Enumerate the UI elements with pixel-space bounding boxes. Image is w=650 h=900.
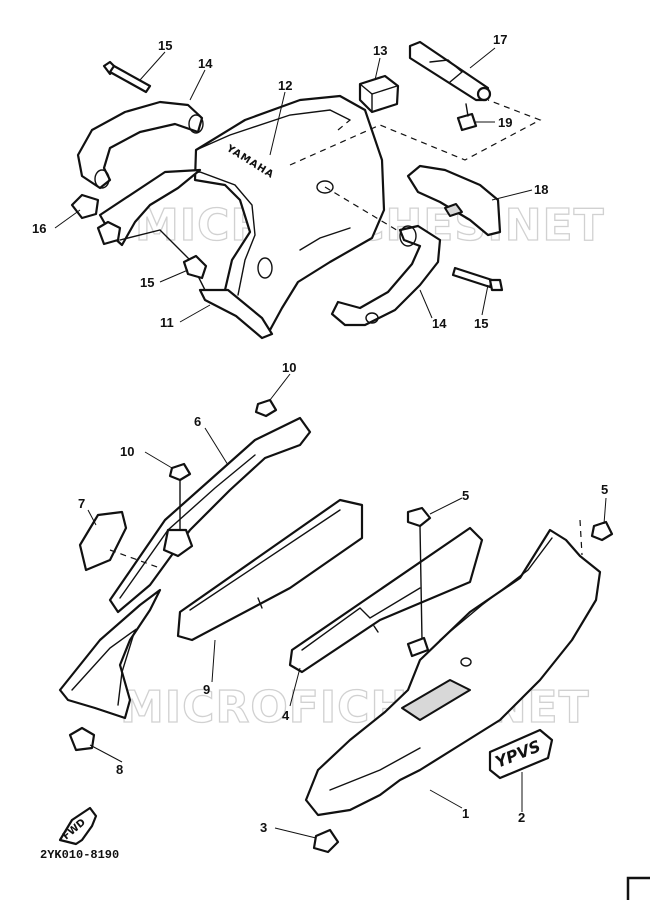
callout-13: 13 — [373, 43, 387, 58]
callout-2: 2 — [518, 810, 525, 825]
grommet-part-10b — [254, 398, 278, 418]
side-cover-part-1 — [304, 528, 602, 817]
callout-19: 19 — [498, 115, 512, 130]
assembly-line-top-3 — [337, 119, 351, 131]
callout-9: 9 — [203, 682, 210, 697]
assembly-line-bottom-1 — [109, 549, 161, 569]
clip-part-15b — [182, 254, 208, 280]
callout-1: 1 — [462, 806, 469, 821]
side-panel-part-4 — [288, 526, 484, 674]
side-bracket-part-6 — [58, 416, 312, 720]
bolt-part-5a — [406, 506, 432, 641]
grab-handle-left-part-14 — [76, 100, 204, 190]
assembly-line-top-1 — [289, 99, 542, 166]
rear-cowl-part-12: YAMAHA — [164, 94, 386, 332]
callout-10-top: 10 — [282, 360, 296, 375]
callout-8: 8 — [116, 762, 123, 777]
grommet-part-8 — [68, 726, 96, 752]
callout-11: 11 — [160, 315, 174, 330]
bolt-part-15a — [102, 60, 152, 94]
callout-15-mid: 15 — [140, 275, 154, 290]
callout-12: 12 — [278, 78, 292, 93]
tag-part-7 — [78, 510, 128, 572]
callout-14-top: 14 — [198, 56, 213, 71]
block-part-13 — [358, 74, 400, 114]
callout-15-right: 15 — [474, 316, 488, 331]
grommet-part-3 — [312, 828, 340, 854]
fastener-part-16 — [70, 193, 122, 246]
callout-18: 18 — [534, 182, 548, 197]
grab-handle-right-part-14 — [330, 224, 442, 327]
bolt-part-5b — [590, 520, 614, 542]
bolt-part-15c — [451, 266, 504, 292]
callout-5-right: 5 — [601, 482, 608, 497]
callout-14-right: 14 — [432, 316, 447, 331]
grommet-part-10a — [168, 462, 192, 531]
callout-17: 17 — [493, 32, 507, 47]
assembly-line-top-2 — [324, 186, 401, 233]
drawing-code: 2YK010-8190 — [40, 848, 119, 862]
lock-assembly-part-17 — [408, 40, 492, 102]
assembly-line-bottom-2 — [579, 519, 583, 556]
tail-cover-part-18 — [406, 164, 502, 237]
callout-4: 4 — [282, 708, 290, 723]
decal-part-2: YPVS — [488, 728, 554, 780]
side-panel-part-9 — [176, 498, 364, 642]
callout-5-mid: 5 — [462, 488, 469, 503]
callout-6: 6 — [194, 414, 201, 429]
leader-lines — [54, 47, 607, 839]
callout-10-left: 10 — [120, 444, 134, 459]
callout-15-top: 15 — [158, 38, 172, 53]
corner-mark — [626, 876, 650, 900]
callout-7: 7 — [78, 496, 85, 511]
callout-16: 16 — [32, 221, 46, 236]
screw-part-19 — [456, 103, 478, 132]
forward-arrow-icon: FWD — [58, 806, 98, 846]
callout-3: 3 — [260, 820, 267, 835]
